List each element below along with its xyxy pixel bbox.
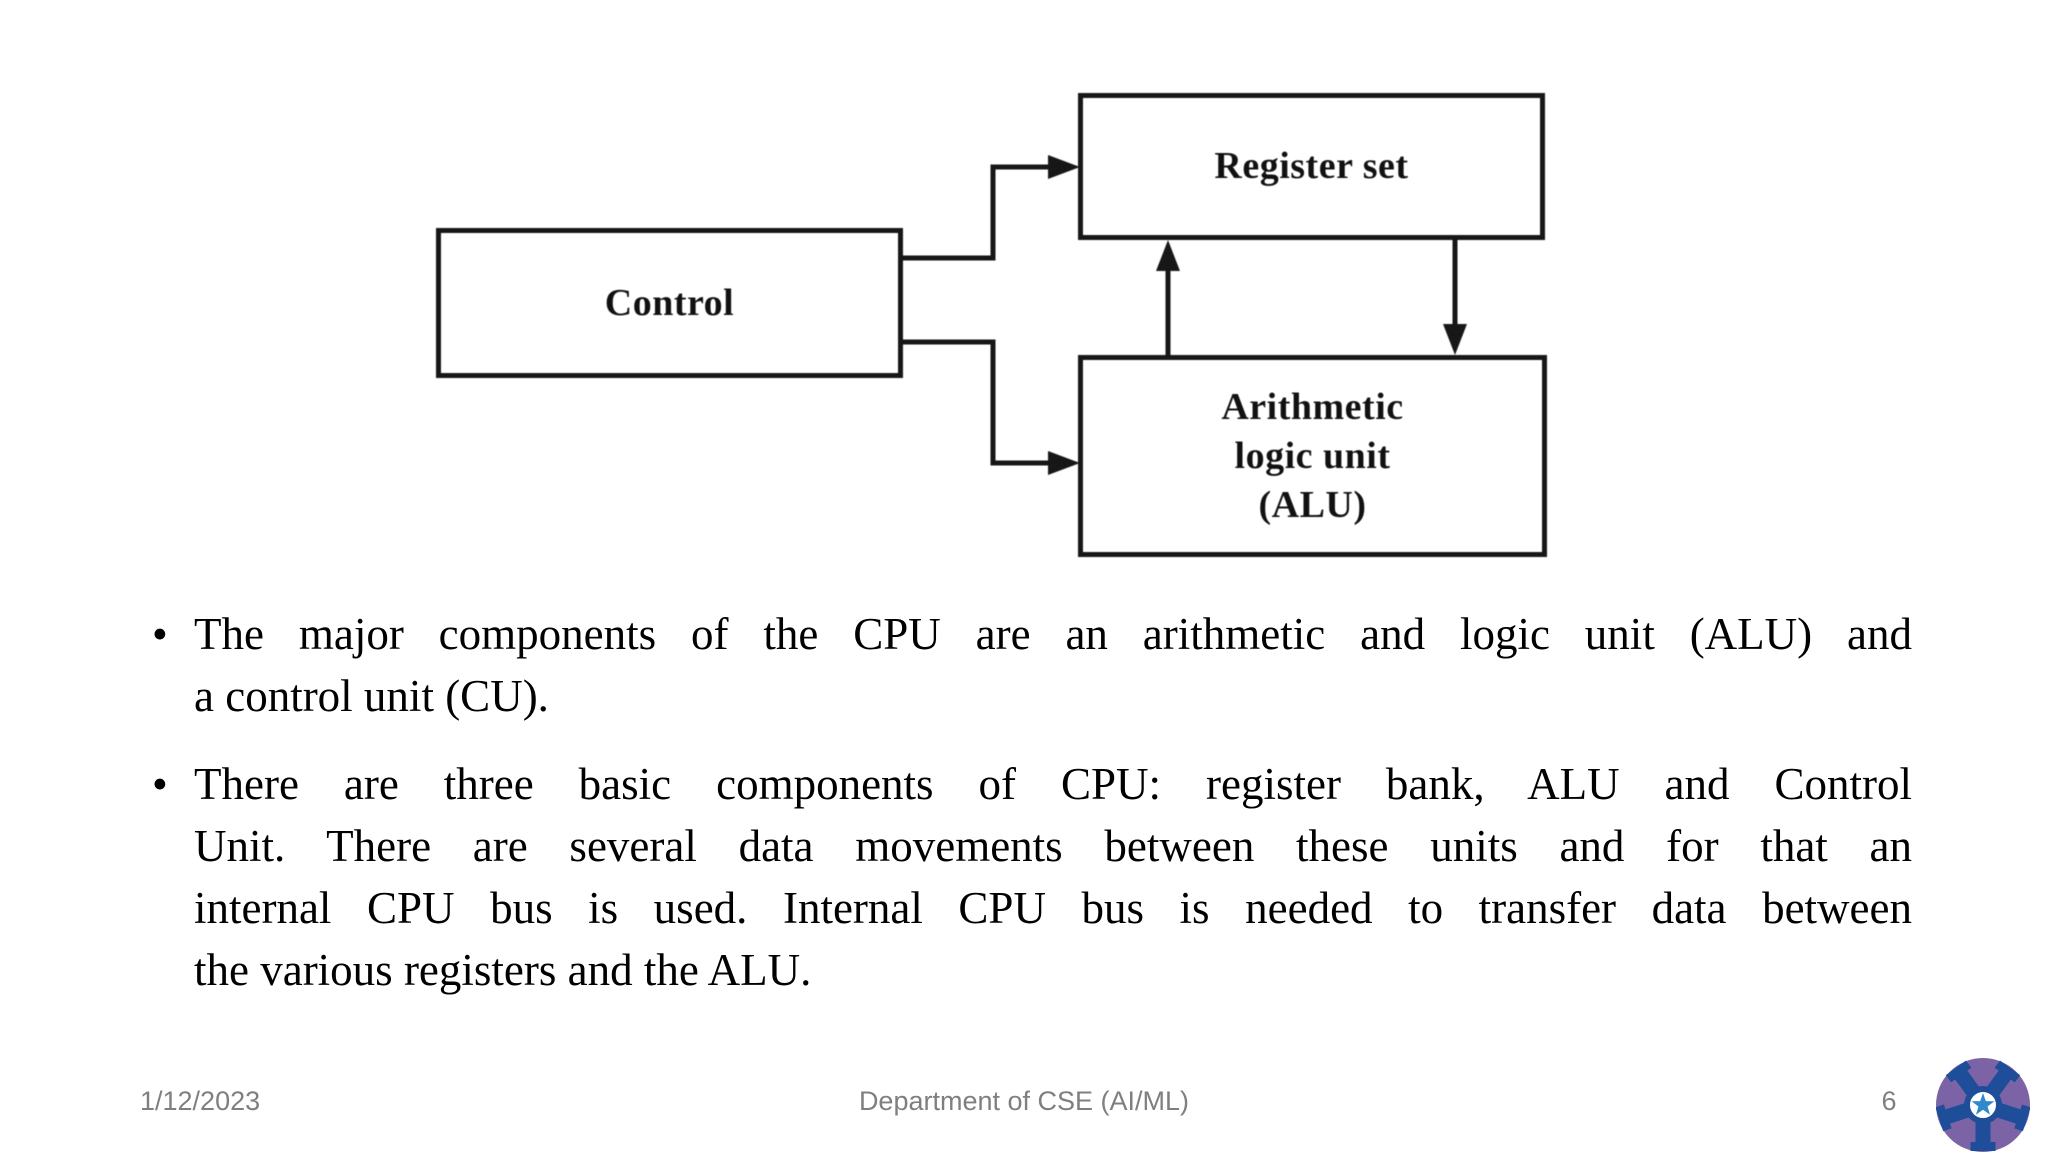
register-set-label: Register set [1214, 145, 1409, 187]
slide-body-text: • The major components of the CPU are an… [148, 603, 1912, 1027]
footer-page-number: 6 [1881, 1086, 1897, 1116]
bullet-marker: • [152, 759, 168, 809]
footer-date: 1/12/2023 [140, 1086, 261, 1116]
bullet1-line2: a control unit (CU). [194, 671, 549, 721]
control-to-register-line [900, 164, 1052, 261]
cpu-block-diagram: Control Register set Arithmetic logic un… [400, 60, 1600, 580]
bullet-paragraph-1: • The major components of the CPU are an… [148, 603, 1912, 727]
bullet2-line4: the various registers and the ALU. [194, 945, 812, 995]
footer-department: Department of CSE (AI/ML) [858, 1086, 1190, 1116]
bullet-paragraph-2: • There are three basic components of CP… [148, 753, 1912, 1001]
logo-star-icon [1971, 1093, 1995, 1115]
bullet2-line1: There are three basic components of CPU:… [194, 759, 1912, 809]
alu-label-line3: (ALU) [1258, 483, 1367, 526]
control-to-alu-line [900, 339, 1052, 466]
institution-emblem-logo [1936, 1058, 2030, 1152]
alu-label-line2: logic unit [1234, 434, 1391, 477]
arrowhead-into-register-icon [1048, 155, 1080, 179]
control-label: Control [604, 281, 735, 324]
bullet1-line1: The major components of the CPU are an a… [194, 609, 1912, 659]
register-set-box: Register set [1078, 93, 1545, 240]
alu-box: Arithmetic logic unit (ALU) [1078, 355, 1547, 557]
bullet2-line3: internal CPU bus is used. Internal CPU b… [194, 883, 1912, 933]
control-box: Control [436, 228, 903, 378]
bullet-marker: • [152, 609, 168, 659]
arrowhead-into-alu-icon [1048, 451, 1080, 475]
bullet2-line2: Unit. There are several data movements b… [194, 821, 1912, 871]
arrowhead-down-icon [1443, 324, 1467, 355]
arrowhead-up-icon [1156, 240, 1180, 271]
alu-label-line1: Arithmetic [1221, 385, 1404, 428]
